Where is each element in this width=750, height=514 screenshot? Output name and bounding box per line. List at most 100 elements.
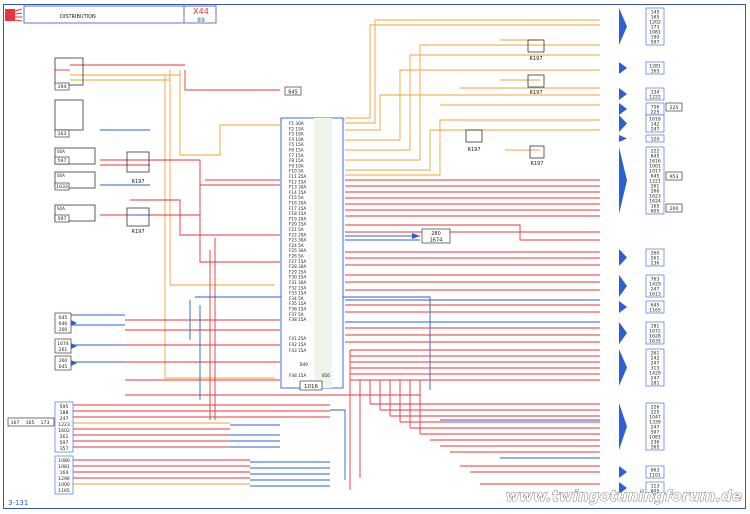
reference-number: 1072 [649,329,661,335]
reference-number: 236 [651,261,660,267]
side-tag: 225 [665,102,683,112]
reference-number: 1635 [649,339,661,345]
reference-number: 113 [651,484,660,490]
fuse-label: F41 25A [289,336,306,341]
fuse-label: F21 5A [289,227,304,232]
connector-ref: 645 [59,364,68,370]
reference-number: 1429 [649,371,661,377]
reference-number: 605 [651,489,660,495]
reference-number: 261 [651,184,660,190]
fusebox-ref-label: 1016 [304,384,318,390]
fuse-label: F25 30A [289,248,306,253]
title-block: DISTRIBUTION X44 89 [23,5,217,24]
fuse-label: F26 5A [289,254,304,259]
reference-number: 226 [651,405,660,411]
reference-number: 1081 [58,464,70,470]
left-component: 1033 [54,171,96,191]
fuse-label: F34 5A [289,296,304,301]
reference-number: 1624 [649,199,661,205]
reference-number: 605 [651,209,660,215]
reference-number: 597 [651,430,660,436]
svg-text:1674: 1674 [430,238,443,244]
component-label: 163 [58,131,67,137]
fuse-label: F37 5A [289,312,304,317]
fuse-label: F43 15A [289,348,306,353]
side-tag-label: 200 [670,206,679,212]
reference-number: 597 [651,40,660,46]
reference-number: 1339 [649,420,661,426]
reference-number: 165 [651,69,660,75]
diagram-frame [3,4,746,509]
reference-number: 225 [651,110,660,116]
reference-number: 1223 [58,422,70,428]
reference-number: 1081 [649,435,661,441]
svg-text:R197: R197 [467,147,480,153]
reference-number: 1047 [649,415,661,421]
mid-reference-box: 280 1674 [345,228,451,244]
connector-ref: 1674 [57,341,69,347]
fuse-label: F2 15A [289,126,304,131]
connector-ref: 200 [59,327,68,333]
reference-number: 165 [651,204,660,210]
fuse-label: F36 15A [289,307,306,312]
fusebox-bottom-a: B49 [300,362,308,367]
fuse-label: F13 30A [289,185,306,190]
right-reference-column: 1451651202173108119059712811651341222756… [619,7,665,495]
reference-number: 1296 [58,476,70,482]
fuse-label: F12 15A [289,179,306,184]
reference-number: 1429 [649,282,661,288]
fuse-label: F38 15A [289,317,306,322]
fuse-label: F24 5A [289,243,304,248]
sub-code-text: 89 [197,17,205,24]
watermark: www.twingotuningforum.de [506,487,742,505]
reference-number: 142 [651,122,660,128]
page-number: 3-131 [8,499,28,507]
connector-ref: 646 [59,321,68,327]
reference-number: 1281 [649,64,661,70]
reference-number: 1101 [649,473,661,479]
fuse-label: F28 30A [289,264,306,269]
header-ref: 165 [26,420,35,426]
reference-number: 225 [651,410,660,416]
fusebox-bottom-b: B56 [322,373,330,378]
right-reference-group: 2226451616100110176451221261260162316241… [619,146,665,215]
right-reference-group: 120 [619,134,665,143]
fuse-label: F10 5A [289,169,304,174]
reference-number: 281 [651,381,660,387]
svg-text:R197: R197 [530,161,543,167]
reference-number: 134 [651,90,660,96]
fuse-label: F16 20A [289,201,306,206]
reference-number: 313 [651,366,660,372]
fuse-label: F42 15A [289,342,306,347]
fuse-label: F14 15A [289,190,306,195]
fuse-label: F7 15A [289,153,304,158]
reference-number: 236 [651,440,660,446]
fuse-label: F9 10A [289,163,304,168]
reference-number: 645 [651,303,660,309]
component-label: 1033 [56,184,68,190]
fuse-label: F27 15A [289,259,306,264]
connector-ref: 260 [59,358,68,364]
reference-number: 265 [651,445,660,451]
connector-ref: 261 [59,347,68,353]
title-text: DISTRIBUTION [60,14,96,20]
reference-number: 247 [651,361,660,367]
reference-number: 1616 [649,159,661,165]
reference-number: 1165 [649,308,661,314]
